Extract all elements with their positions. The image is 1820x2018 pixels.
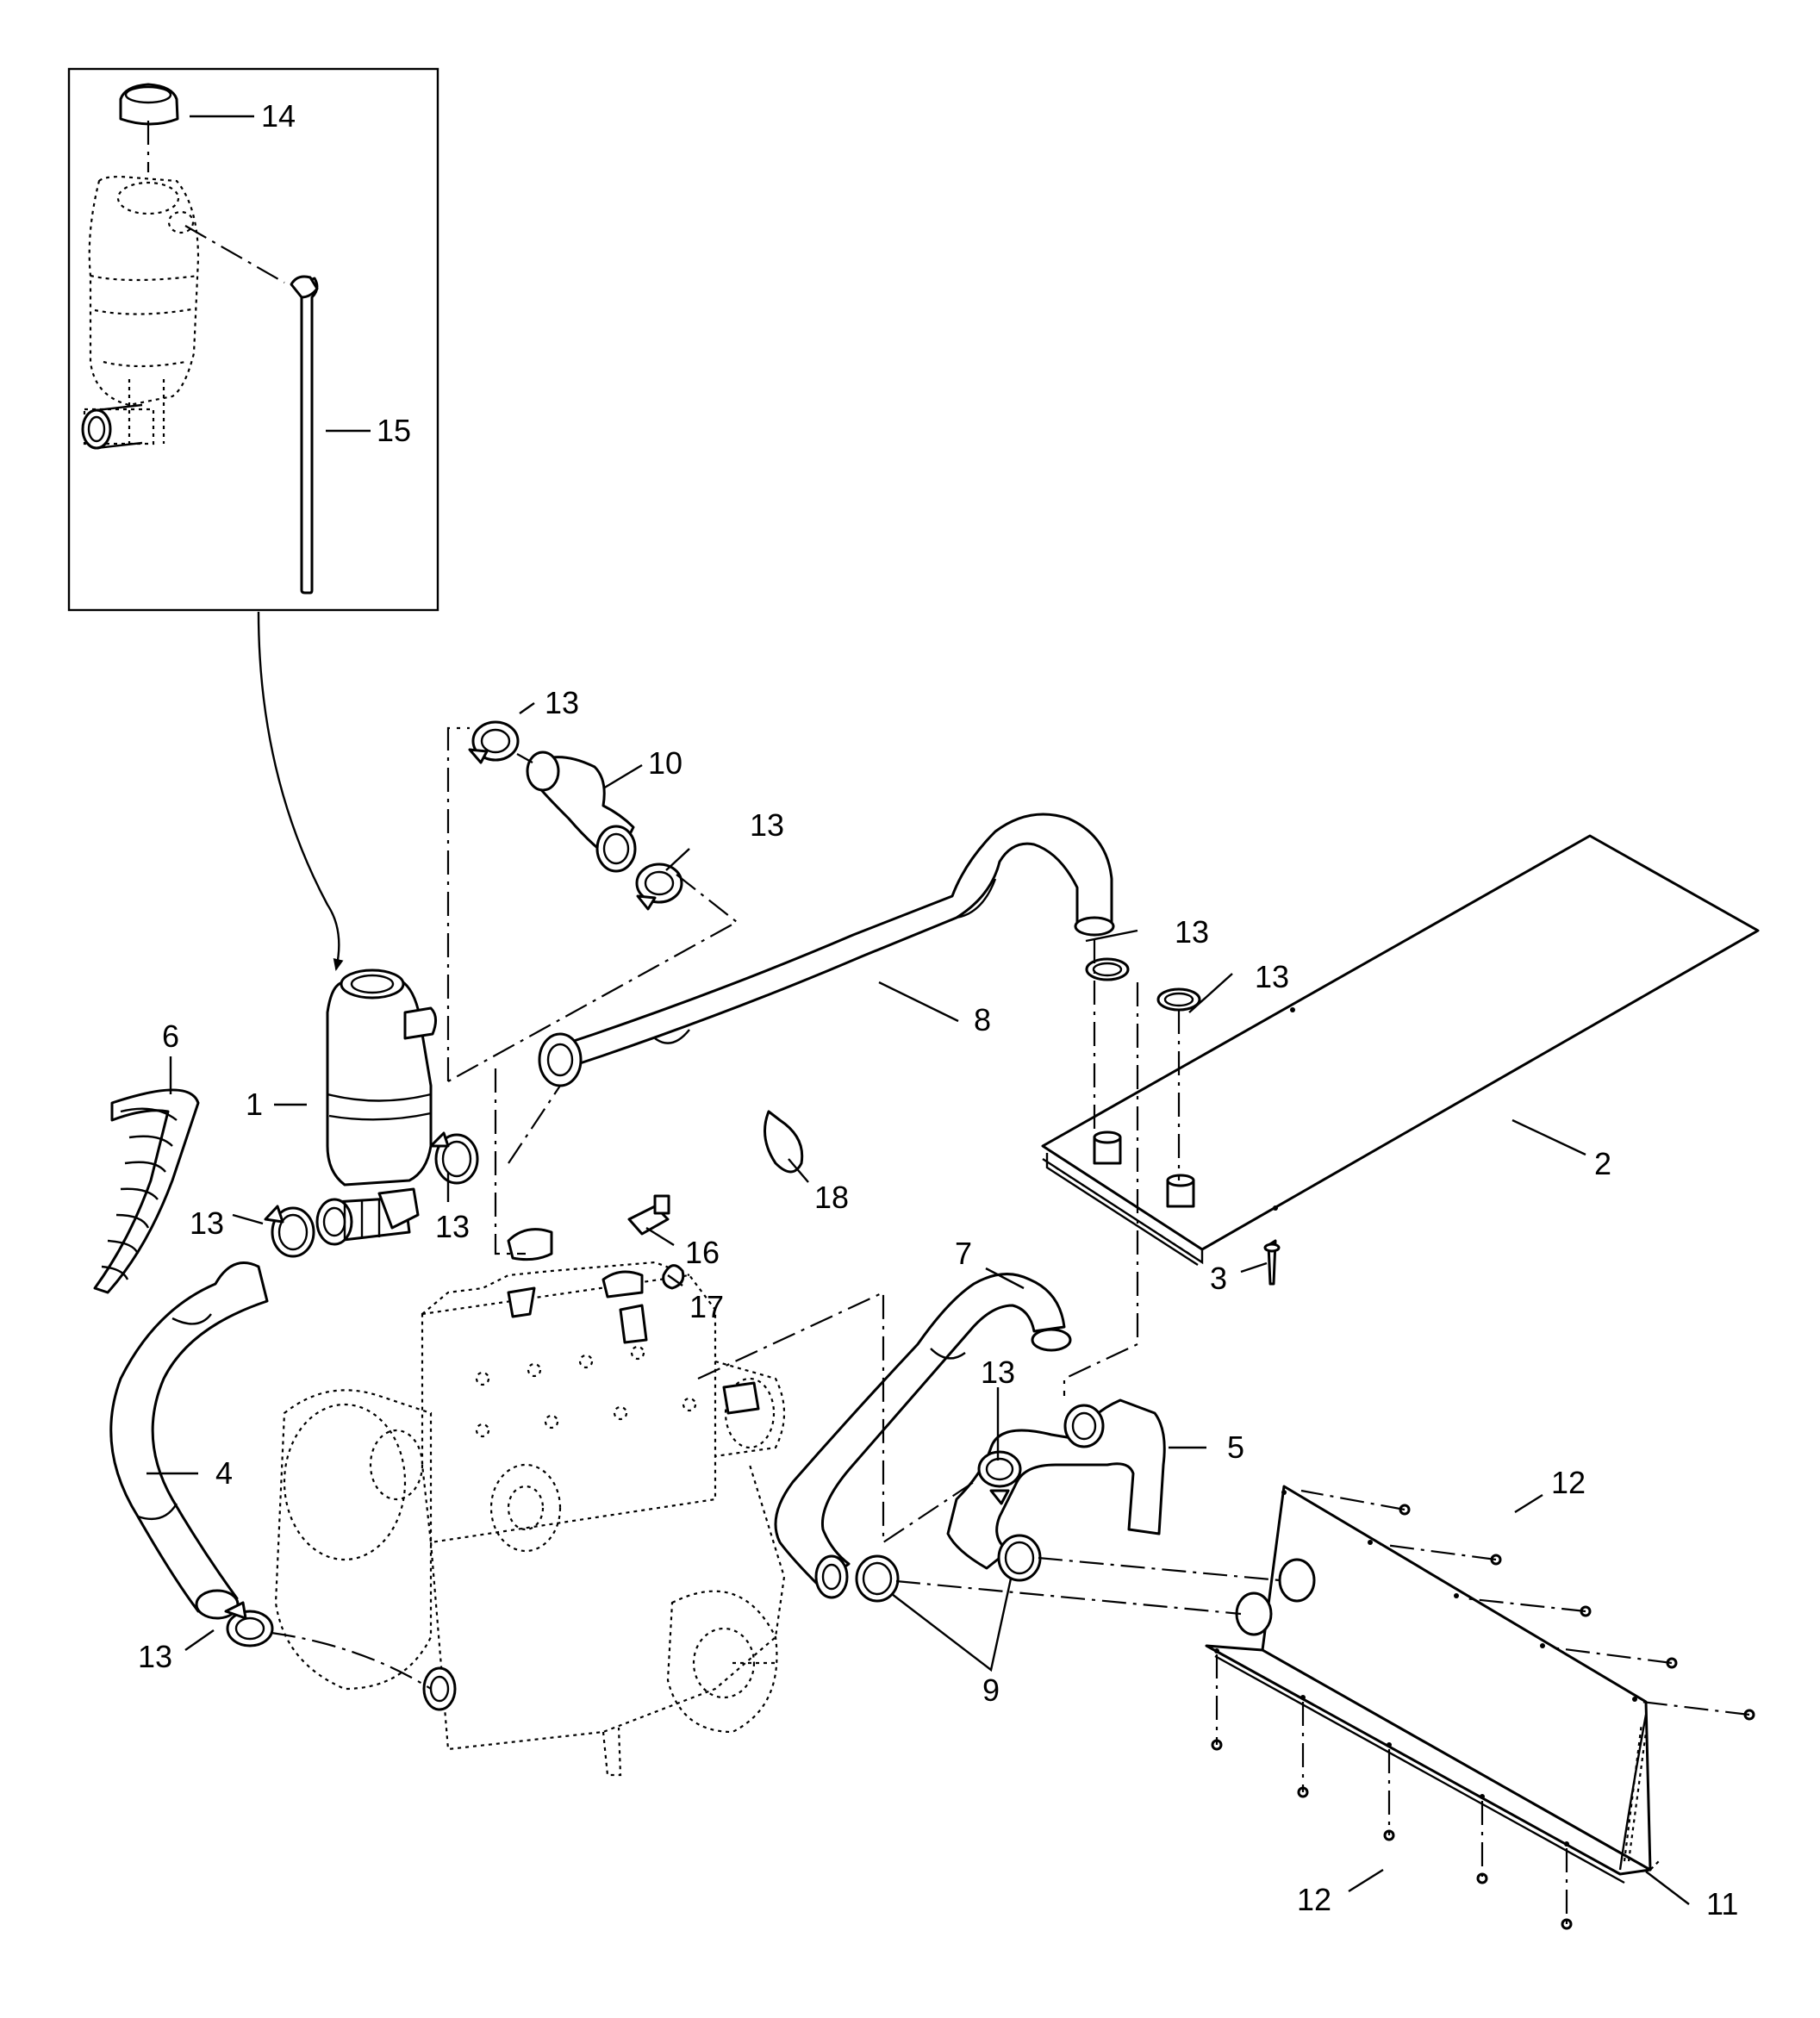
- callout-14: 14: [261, 98, 296, 134]
- radiator-heat-exchanger: [1041, 834, 1760, 1267]
- hose-clamp-reservoir-upper: [429, 1131, 479, 1185]
- inset-reference-arrow: [257, 611, 344, 971]
- callout-2: 2: [1594, 1146, 1611, 1181]
- coolant-reservoir-detail: [81, 175, 200, 450]
- hose-clamp-reservoir-lower: [264, 1205, 315, 1258]
- callout-17: 17: [689, 1289, 724, 1324]
- hose-clamp-upper-b: [635, 863, 683, 911]
- lower-radiator-hose: [109, 1261, 269, 1620]
- rivet: [1263, 1239, 1281, 1286]
- callout-10: 10: [648, 745, 682, 781]
- callout-13-upper: 13: [750, 807, 784, 843]
- callout-4: 4: [215, 1455, 233, 1491]
- callout-11: 11: [1706, 1886, 1738, 1921]
- callout-leaders: [146, 115, 1690, 1905]
- callout-13-radiator-a: 13: [1175, 914, 1209, 950]
- overflow-hose-detail: [146, 121, 319, 595]
- temperature-sensor: [627, 1194, 670, 1236]
- callout-12-lower: 12: [1297, 1882, 1331, 1917]
- callout-1: 1: [246, 1087, 263, 1122]
- hose-coupler-left: [855, 1554, 900, 1603]
- callout-13-hose5: 13: [981, 1355, 1015, 1390]
- cable-tie: [764, 1110, 804, 1174]
- callout-9: 9: [982, 1672, 1000, 1708]
- hose-clamp-lower-left: [224, 1601, 274, 1647]
- hose-coupler-right: [997, 1534, 1042, 1582]
- callout-3: 3: [1210, 1261, 1227, 1296]
- callout-labels: 14 15 1 6 13 13 13 10 13 8 13 13 2 3 7 1…: [138, 98, 1738, 1921]
- callout-13-bottom: 13: [138, 1639, 172, 1674]
- callout-8: 8: [974, 1002, 991, 1037]
- long-radiator-hose: [538, 813, 1115, 1087]
- return-hose: [774, 1273, 1072, 1599]
- hose-clamp-radiator-b: [1156, 987, 1201, 1012]
- callout-13-radiator-b: 13: [1255, 959, 1289, 994]
- upper-bypass-hose: [526, 751, 637, 873]
- corrugated-hose: [93, 1088, 200, 1294]
- callout-15: 15: [377, 413, 411, 448]
- callout-18: 18: [814, 1180, 849, 1215]
- callout-13-left: 13: [190, 1205, 224, 1241]
- callout-7: 7: [955, 1236, 972, 1271]
- hose-clamp-radiator-a: [1085, 957, 1130, 981]
- assembly-center-lines: [271, 726, 1750, 1924]
- callout-12-upper: 12: [1551, 1465, 1586, 1500]
- hose-clamp-upper-a: [468, 720, 520, 764]
- callout-6: 6: [162, 1018, 179, 1054]
- inset-detail-box: [67, 67, 439, 612]
- hose-clamp-hose5: [977, 1450, 1022, 1505]
- radiator-outlet-hose: [946, 1398, 1166, 1570]
- callout-13-top: 13: [545, 685, 579, 720]
- engine-block: [274, 1228, 786, 1777]
- callout-16: 16: [685, 1235, 720, 1270]
- coolant-reservoir: [315, 969, 437, 1246]
- callout-5: 5: [1227, 1429, 1244, 1465]
- callout-13-reservoir: 13: [435, 1209, 470, 1244]
- reservoir-cap-detail: [119, 83, 179, 126]
- rear-heat-exchanger: [1205, 1485, 1660, 1884]
